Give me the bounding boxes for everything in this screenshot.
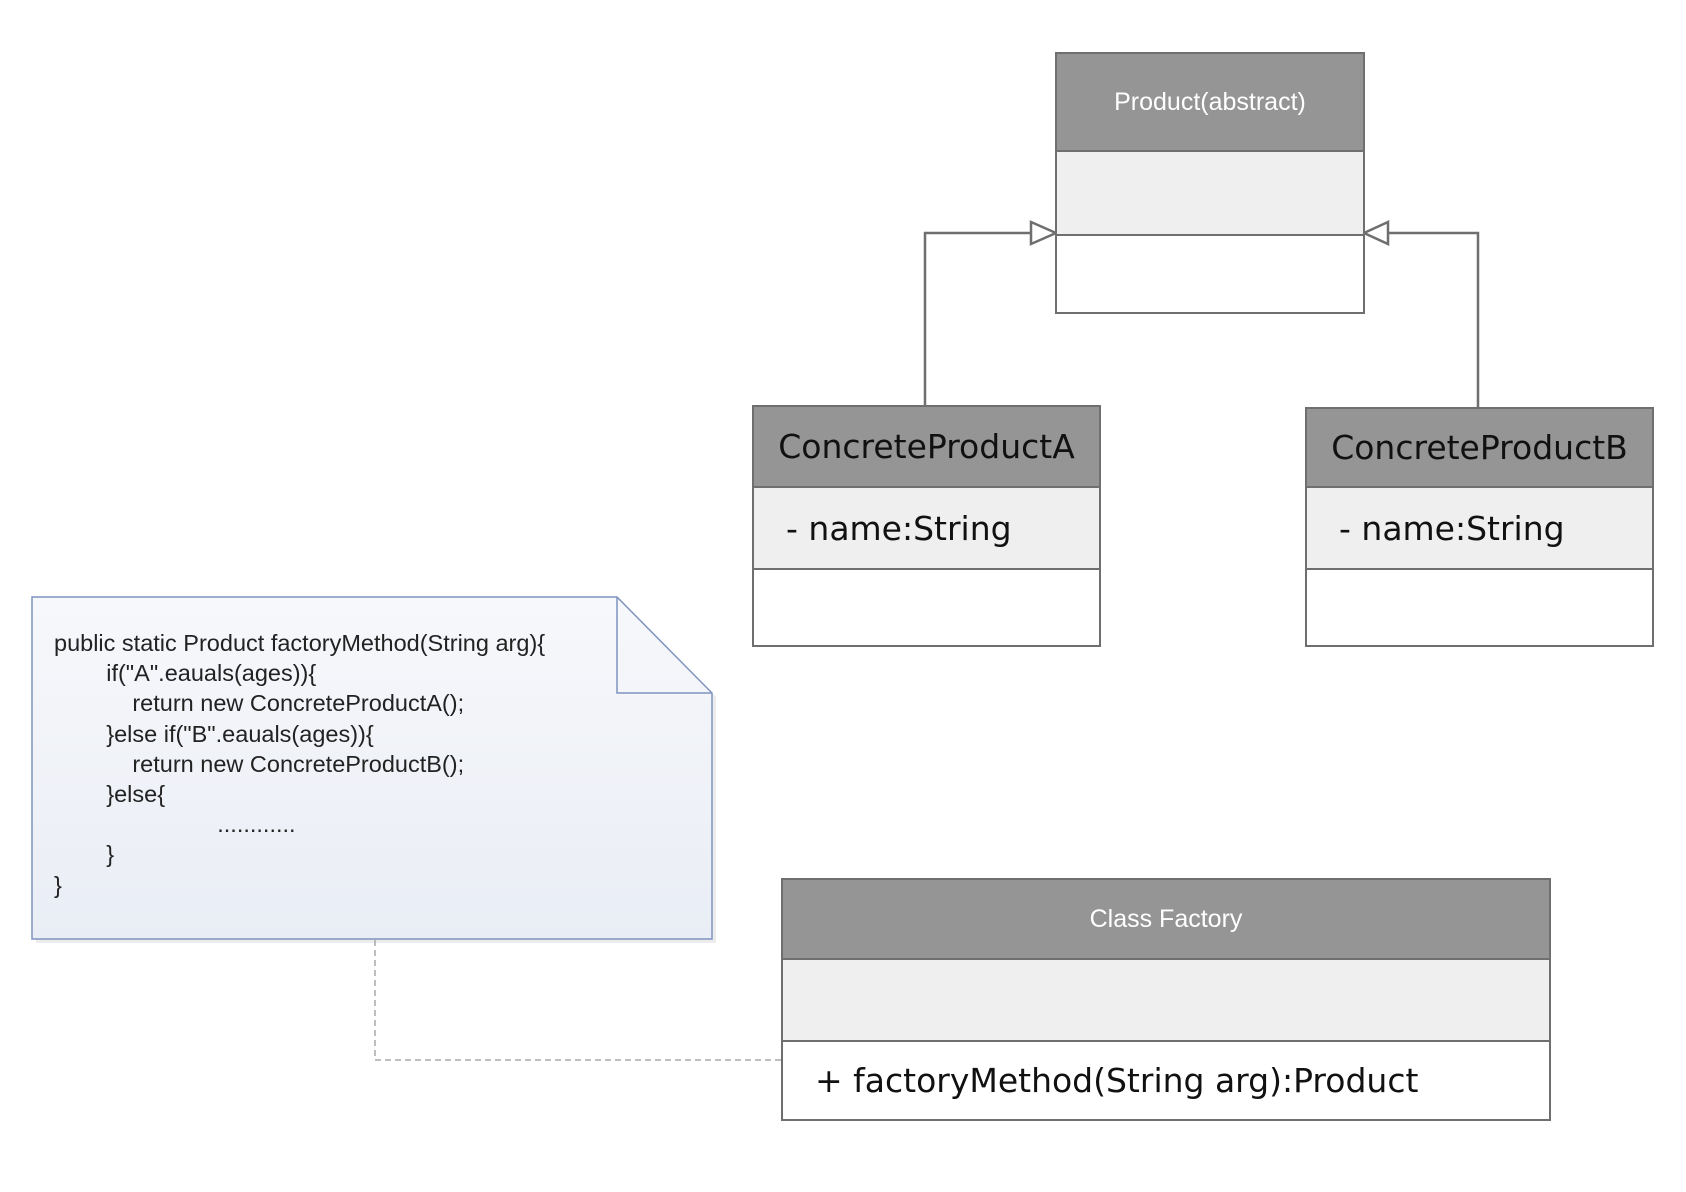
factory-method: + factoryMethod(String arg):Product [815, 1061, 1419, 1100]
generalization-b-arrowhead [1360, 220, 1390, 246]
product-abstract-class[interactable]: Product(abstract) [1055, 52, 1365, 314]
code-note[interactable] [31, 596, 713, 940]
generalization-b-line [1388, 231, 1480, 407]
concrete-product-a-title: ConcreteProductA [778, 427, 1075, 466]
product-attributes-section [1057, 152, 1363, 236]
factory-class-title: Class Factory [1089, 904, 1243, 933]
concrete-product-a-methods [754, 570, 1099, 645]
factory-methods-section: + factoryMethod(String arg):Product [783, 1042, 1549, 1119]
generalization-a-line [923, 231, 1031, 405]
concrete-product-a-header: ConcreteProductA [754, 407, 1099, 488]
factory-class[interactable]: Class Factory + factoryMethod(String arg… [781, 878, 1551, 1121]
concrete-product-a-class[interactable]: ConcreteProductA - name:String [752, 405, 1101, 647]
note-code-text: public static Product factoryMethod(Stri… [54, 630, 546, 898]
note-connector [374, 940, 781, 1061]
generalization-a-arrowhead [1029, 220, 1060, 246]
concrete-product-b-class[interactable]: ConcreteProductB - name:String [1305, 407, 1654, 647]
concrete-product-b-attribute: - name:String [1339, 508, 1565, 548]
product-class-title: Product(abstract) [1114, 87, 1306, 116]
note-fold [616, 597, 712, 694]
concrete-product-b-methods [1307, 570, 1652, 645]
factory-attributes-section [783, 960, 1549, 1042]
factory-class-header: Class Factory [783, 880, 1549, 960]
product-methods-section [1057, 236, 1363, 312]
concrete-product-b-header: ConcreteProductB [1307, 409, 1652, 488]
concrete-product-a-attribute: - name:String [786, 508, 1012, 548]
concrete-product-b-attributes: - name:String [1307, 488, 1652, 570]
concrete-product-b-title: ConcreteProductB [1331, 428, 1628, 467]
product-class-header: Product(abstract) [1057, 54, 1363, 152]
concrete-product-a-attributes: - name:String [754, 488, 1099, 570]
